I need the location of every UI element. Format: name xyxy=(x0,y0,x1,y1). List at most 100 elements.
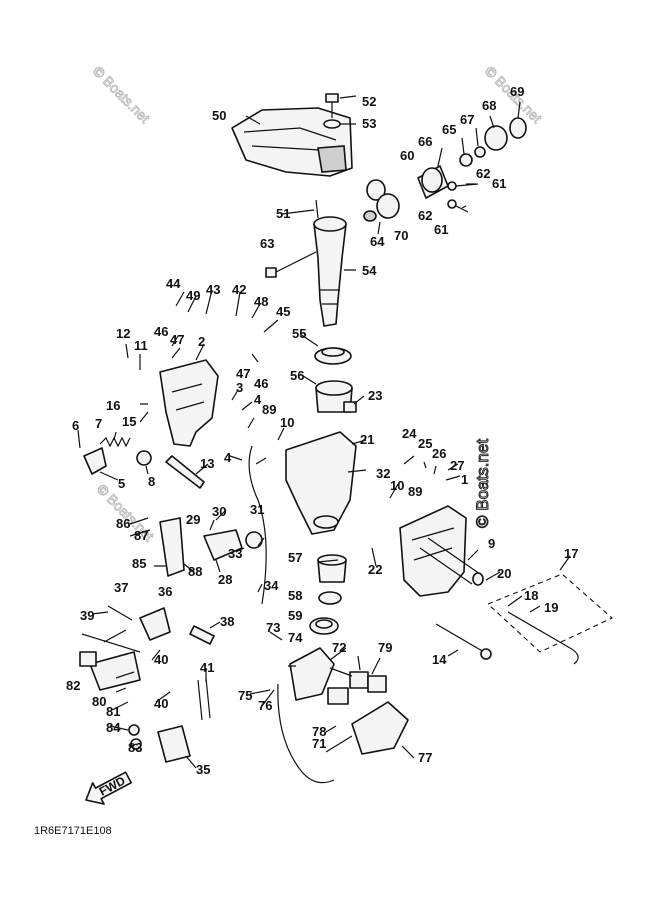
callout-16: 16 xyxy=(106,398,120,413)
part-38-pin xyxy=(189,625,215,645)
callout-23: 23 xyxy=(368,388,382,403)
callout-12: 12 xyxy=(116,326,130,341)
callout-6: 6 xyxy=(72,418,79,433)
part-65-69-knob-assembly xyxy=(459,117,527,167)
callout-40: 40 xyxy=(154,696,168,711)
callout-60: 60 xyxy=(400,148,414,163)
callout-59: 59 xyxy=(288,608,302,623)
callout-46: 46 xyxy=(254,376,268,391)
part-23-plate xyxy=(343,401,357,413)
callout-70: 70 xyxy=(394,228,408,243)
callout-89: 89 xyxy=(408,484,422,499)
part-5-lever xyxy=(83,447,107,475)
callout-73: 73 xyxy=(266,620,280,635)
callout-79: 79 xyxy=(378,640,392,655)
callout-11: 11 xyxy=(134,338,148,353)
callout-17: 17 xyxy=(564,546,578,561)
part-28-lever xyxy=(203,529,243,561)
watermark-top-left: © Boats.net xyxy=(90,63,153,126)
callout-78: 78 xyxy=(312,724,326,739)
callout-5: 5 xyxy=(118,476,125,491)
callout-83: 83 xyxy=(128,740,142,755)
callout-43: 43 xyxy=(206,282,220,297)
callout-75: 75 xyxy=(238,688,252,703)
callout-62: 62 xyxy=(476,166,490,181)
part-76-cable xyxy=(277,683,335,784)
part-19-tilt-rod xyxy=(507,611,579,665)
part-63-bolt xyxy=(265,251,317,278)
callout-13: 13 xyxy=(200,456,214,471)
part-34-cable xyxy=(248,445,267,605)
callout-69: 69 xyxy=(510,84,524,99)
part-78-block xyxy=(327,687,349,705)
part-21-swivel-bracket xyxy=(285,431,357,535)
callout-3: 3 xyxy=(236,380,243,395)
callout-41: 41 xyxy=(200,660,214,675)
callout-27: 27 xyxy=(450,458,464,473)
callout-61: 61 xyxy=(434,222,448,237)
callout-22: 22 xyxy=(368,562,382,577)
part-56-bushing xyxy=(315,380,353,413)
callout-50: 50 xyxy=(212,108,226,123)
callout-4: 4 xyxy=(254,392,262,407)
part-82-block xyxy=(79,651,97,667)
part-37-39-bolts xyxy=(81,605,141,653)
part-1-clamp-bracket xyxy=(399,505,467,597)
callout-66: 66 xyxy=(418,134,432,149)
callout-87: 87 xyxy=(134,528,148,543)
part-41-spring xyxy=(197,677,211,721)
watermark-mid-right: © Boats.net xyxy=(473,439,492,528)
callout-82: 82 xyxy=(66,678,80,693)
part-35-lever xyxy=(157,725,191,763)
part-2-clamp-bracket xyxy=(159,359,219,447)
callout-4: 4 xyxy=(224,450,232,465)
callout-89: 89 xyxy=(262,402,276,417)
callout-29: 29 xyxy=(186,512,200,527)
callout-44: 44 xyxy=(166,276,181,291)
callout-20: 20 xyxy=(497,566,511,581)
callout-85: 85 xyxy=(132,556,146,571)
callout-65: 65 xyxy=(442,122,456,137)
callout-56: 56 xyxy=(290,368,304,383)
part-71-bracket xyxy=(351,701,409,755)
part-58-washer xyxy=(318,591,342,605)
callout-33: 33 xyxy=(228,546,242,561)
callout-24: 24 xyxy=(402,426,417,441)
callout-10: 10 xyxy=(390,478,404,493)
callout-54: 54 xyxy=(362,263,377,278)
callout-76: 76 xyxy=(258,698,272,713)
callout-10: 10 xyxy=(280,415,294,430)
callout-8: 8 xyxy=(148,474,155,489)
callout-84: 84 xyxy=(106,720,121,735)
part-7-spring xyxy=(99,436,131,448)
callout-35: 35 xyxy=(196,762,210,777)
part-57-bushing xyxy=(317,554,347,583)
callout-64: 64 xyxy=(370,234,385,249)
callout-47: 47 xyxy=(170,332,184,347)
callout-72: 72 xyxy=(332,640,346,655)
callout-38: 38 xyxy=(220,614,234,629)
callout-86: 86 xyxy=(116,516,130,531)
part-50-steering-bracket xyxy=(231,107,353,177)
callout-9: 9 xyxy=(488,536,495,551)
callout-88: 88 xyxy=(188,564,202,579)
callout-19: 19 xyxy=(544,600,558,615)
callout-77: 77 xyxy=(418,750,432,765)
callout-53: 53 xyxy=(362,116,376,131)
part-85-plate xyxy=(159,517,185,577)
part-13-pin xyxy=(165,455,205,489)
fwd-arrow: FWD xyxy=(85,771,132,805)
part-9-through-tube xyxy=(419,537,484,586)
callout-68: 68 xyxy=(482,98,496,113)
callout-71: 71 xyxy=(312,736,326,751)
callout-32: 32 xyxy=(376,466,390,481)
callout-2: 2 xyxy=(198,334,205,349)
callout-7: 7 xyxy=(95,416,102,431)
callout-25: 25 xyxy=(418,436,432,451)
callout-67: 67 xyxy=(460,112,474,127)
callout-52: 52 xyxy=(362,94,376,109)
callout-34: 34 xyxy=(264,578,279,593)
callout-labels: 1 2 3 4 4 5 6 7 8 9 10 10 11 12 13 14 15… xyxy=(66,84,578,777)
callout-62: 62 xyxy=(418,208,432,223)
callout-49: 49 xyxy=(186,288,200,303)
